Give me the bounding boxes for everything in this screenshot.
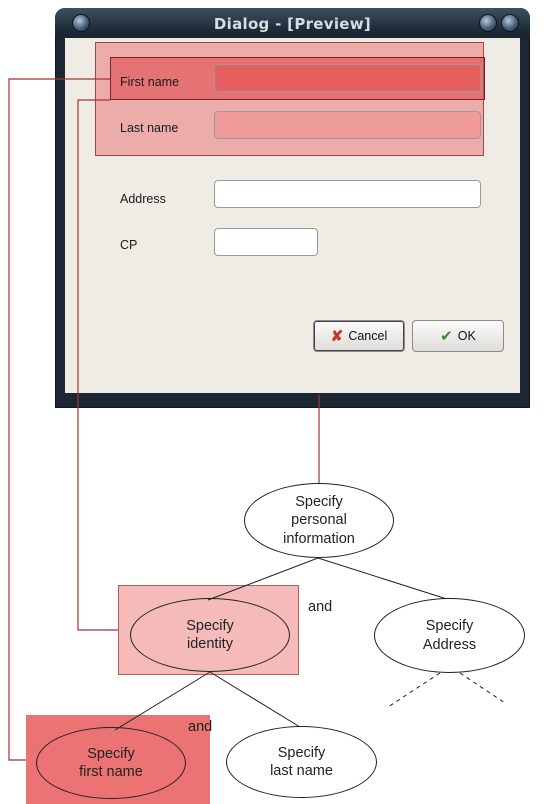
cp-input[interactable] (214, 228, 318, 256)
cancel-button-label: Cancel (348, 329, 388, 343)
operator-and-root: and (308, 599, 333, 615)
cancel-x-icon: ✘ (330, 328, 344, 345)
window-title: Dialog - [Preview] (213, 15, 372, 33)
task-node-specify-personal-information: Specify personal information (244, 483, 394, 558)
cancel-button[interactable]: ✘ Cancel (313, 320, 405, 352)
edge-address-left-dashed (387, 672, 441, 708)
address-label: Address (120, 192, 166, 206)
edge-identity-firstname (114, 671, 211, 731)
title-bar[interactable]: Dialog - [Preview] (55, 8, 530, 38)
operator-and-identity: and (188, 719, 213, 735)
task-node-specify-identity: Specify identity (130, 598, 290, 672)
close-icon[interactable] (502, 15, 518, 31)
last-name-input[interactable] (214, 111, 481, 139)
ok-button[interactable]: ✔ OK (412, 320, 504, 352)
task-node-specify-address: Specify Address (374, 598, 525, 673)
first-name-label: First name (120, 75, 180, 89)
edge-address-right-dashed (459, 672, 506, 704)
edge-root-address (317, 557, 451, 601)
last-name-label: Last name (120, 121, 179, 135)
task-node-specify-last-name: Specify last name (226, 726, 377, 798)
task-node-specify-first-name: Specify first name (36, 727, 186, 799)
minimize-icon[interactable] (480, 15, 496, 31)
connector-lastname-identity (77, 99, 118, 631)
edge-root-identity (207, 557, 319, 601)
cp-label: CP (120, 238, 138, 252)
first-name-input[interactable] (214, 64, 481, 92)
ok-check-icon: ✔ (440, 328, 453, 345)
edge-identity-lastname (209, 671, 301, 728)
address-input[interactable] (214, 180, 481, 208)
window-menu-icon[interactable] (73, 15, 89, 31)
connector-firstname-firstname (8, 78, 110, 761)
ok-button-label: OK (457, 329, 476, 343)
